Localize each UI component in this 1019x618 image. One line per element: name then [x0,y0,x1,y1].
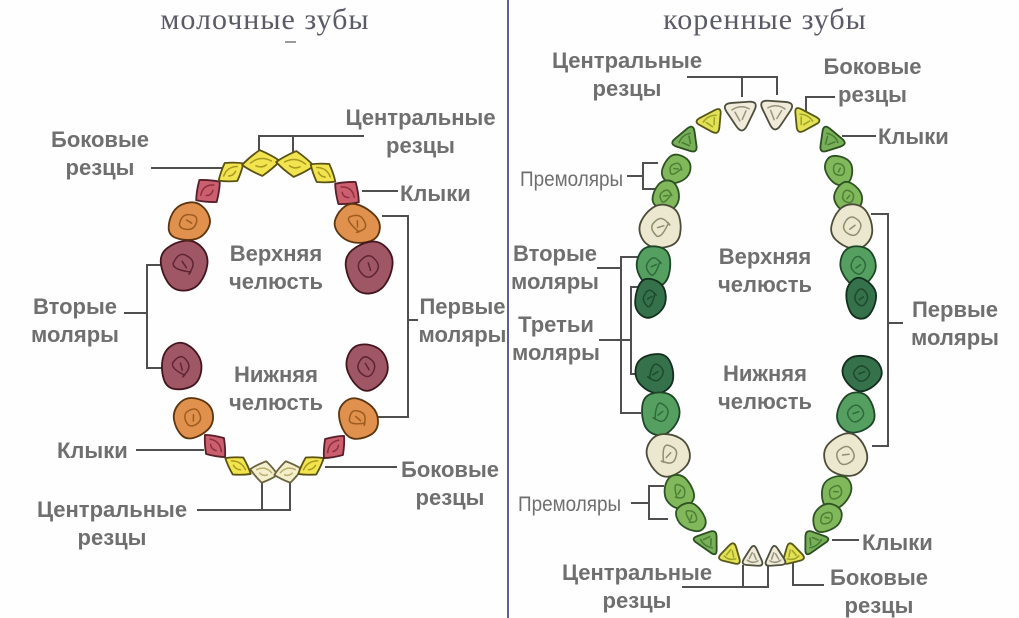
right-panel-title: коренные зубы [663,3,867,36]
label-klyki-upper-left: Клыки [400,181,471,206]
milk-tooth-lower-left-canine [203,433,227,459]
permanent-tooth-upper-right-central-incisor [760,99,794,131]
permanent-tooth-lower-right-central-incisor [764,545,787,567]
left-panel-title: молочные зубы [160,3,370,36]
permanent-tooth-upper-right-first-molar [830,203,874,250]
permanent-tooth-upper-right-third-molar [845,276,878,320]
permanent-tooth-upper-right-second-molar [839,245,877,289]
connector-bokovye-lower-right [792,558,824,586]
permanent-tooth-upper-left-canine [671,125,698,153]
milk-tooth-upper-left-canine [195,179,221,203]
permanent-tooth-lower-left-first-premolar [675,502,707,533]
permanent-tooth-upper-right-first-premolar [824,154,854,187]
milk-tooth-lower-right-canine [322,434,346,460]
connector-centralnye-upper-right-bracket [687,76,778,95]
panel-divider [507,0,509,618]
label-klyki-upper-right: Клыки [878,124,949,149]
milk-tooth-upper-left-first-molar [167,201,211,241]
milk-tooth-upper-right-second-molar [344,240,394,295]
permanent-tooth-lower-left-third-molar [634,353,675,395]
label-klyki-lower-right: Клыки [862,530,933,555]
permanent-tooth-lower-right-canine [804,530,830,556]
permanent-tooth-upper-right-lateral-incisor [794,107,821,133]
milk-tooth-lower-right-central-incisor [273,460,303,484]
permanent-tooth-lower-left-canine [692,530,718,556]
milk-tooth-lower-left-first-molar [172,397,214,440]
permanent-tooth-lower-left-second-molar [641,391,681,437]
connector-bokovye-upper-right [805,96,835,113]
milk-tooth-upper-left-central-incisor [241,149,281,177]
connector-centralnye-upper-left-bracket [258,135,364,153]
permanent-tooth-lower-right-second-molar [836,391,876,434]
permanent-tooth-upper-right-canine [819,125,846,153]
permanent-tooth-upper-left-second-molar [635,245,672,289]
permanent-tooth-upper-left-central-incisor [723,100,757,132]
milk-tooth-upper-right-lateral-incisor [309,162,337,184]
connector-pervye-molyary-right-bracket [871,213,889,447]
milk-tooth-upper-right-central-incisor [275,150,315,178]
label-premolyary-lower-right: Премоляры [518,493,622,516]
milk-tooth-upper-right-canine [334,181,360,205]
milk-tooth-lower-left-lateral-incisor [224,456,252,476]
permanent-tooth-lower-right-first-molar [823,432,869,477]
permanent-tooth-lower-left-first-molar [645,433,691,478]
permanent-tooth-upper-left-lateral-incisor [695,108,722,134]
milk-tooth-lower-left-second-molar [161,341,203,391]
permanent-tooth-lower-left-central-incisor [741,545,764,567]
milk-tooth-lower-right-lateral-incisor [297,456,325,476]
label-premolyary-upper-right: Премоляры [520,168,624,191]
connector-pervye-molyary-left-bracket [378,215,409,418]
connector-vtorye-molyary-left-bracket [146,264,166,369]
connector-premolyary-lower-right-bracket [648,485,668,520]
connector-premolyary-upper-right-bracket [642,162,658,190]
connector-vtorye-molyary-right-bracket [620,256,641,414]
milk-tooth-lower-right-second-molar [345,343,389,392]
permanent-tooth-upper-left-third-molar [634,277,667,319]
permanent-tooth-upper-left-first-molar [638,203,682,249]
permanent-tooth-lower-left-lateral-incisor [718,542,741,565]
milk-tooth-upper-left-second-molar [159,239,209,292]
milk-tooth-lower-right-first-molar [338,397,379,440]
label-klyki-lower-left: Клыки [57,438,128,463]
milk-tooth-lower-left-central-incisor [249,460,279,484]
permanent-tooth-lower-right-third-molar [841,354,883,393]
permanent-tooth-lower-right-first-premolar [812,502,843,533]
milk-tooth-upper-left-lateral-incisor [217,161,245,183]
